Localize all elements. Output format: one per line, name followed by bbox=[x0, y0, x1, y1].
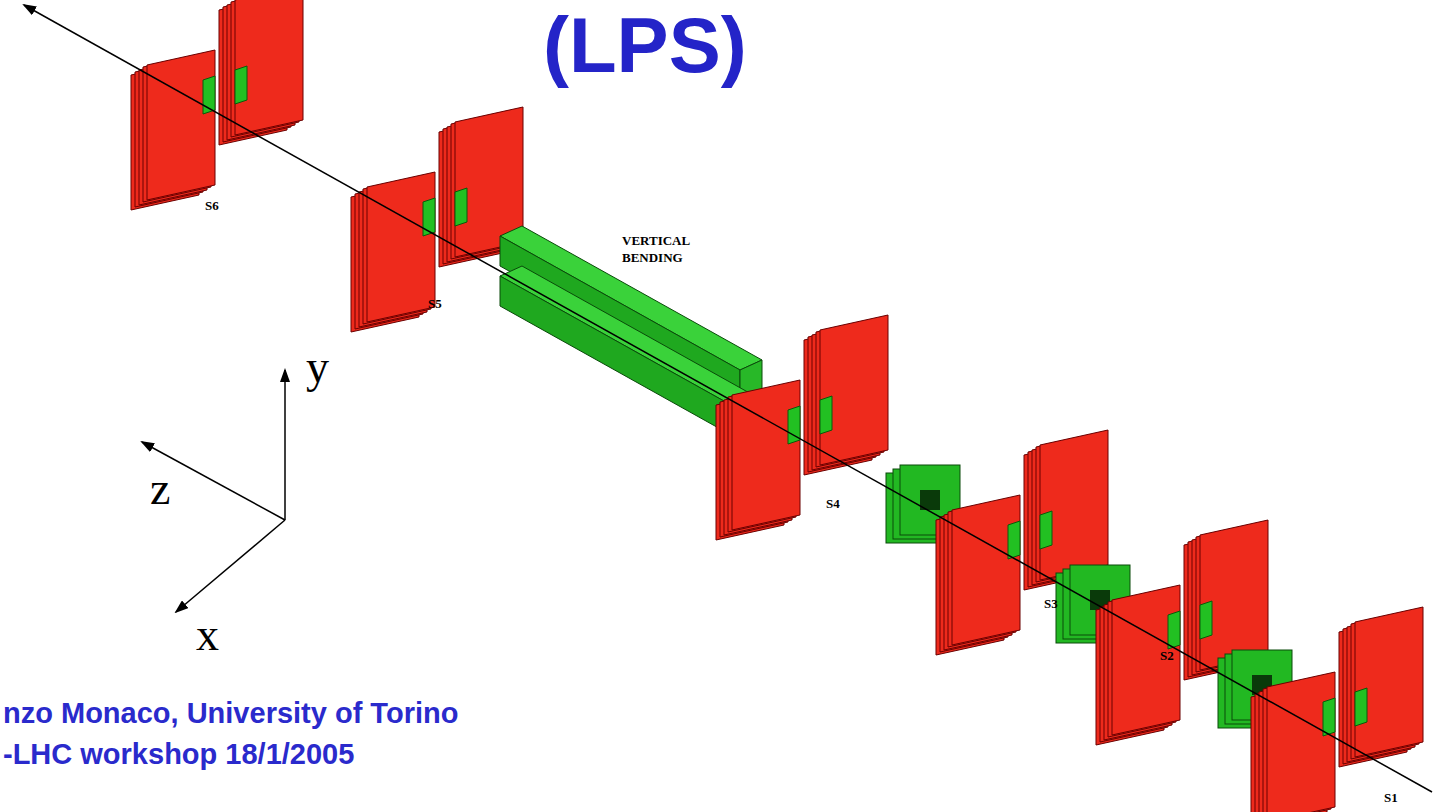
station-label: S2 bbox=[1160, 648, 1174, 664]
station-label: S3 bbox=[1044, 596, 1058, 612]
station-label: S5 bbox=[428, 296, 442, 312]
station-label: S1 bbox=[1384, 790, 1398, 806]
axis-label: z bbox=[150, 462, 170, 515]
author-line: nzo Monaco, University of Torino bbox=[3, 697, 458, 730]
axis-label: y bbox=[306, 340, 329, 393]
magnet-label: VERTICAL BENDING bbox=[622, 232, 702, 266]
station-label: S4 bbox=[826, 496, 840, 512]
event-line: -LHC workshop 18/1/2005 bbox=[3, 738, 354, 771]
slide-title: (LPS) bbox=[543, 0, 747, 91]
axis-label: x bbox=[196, 608, 219, 661]
station-label: S6 bbox=[205, 198, 219, 214]
